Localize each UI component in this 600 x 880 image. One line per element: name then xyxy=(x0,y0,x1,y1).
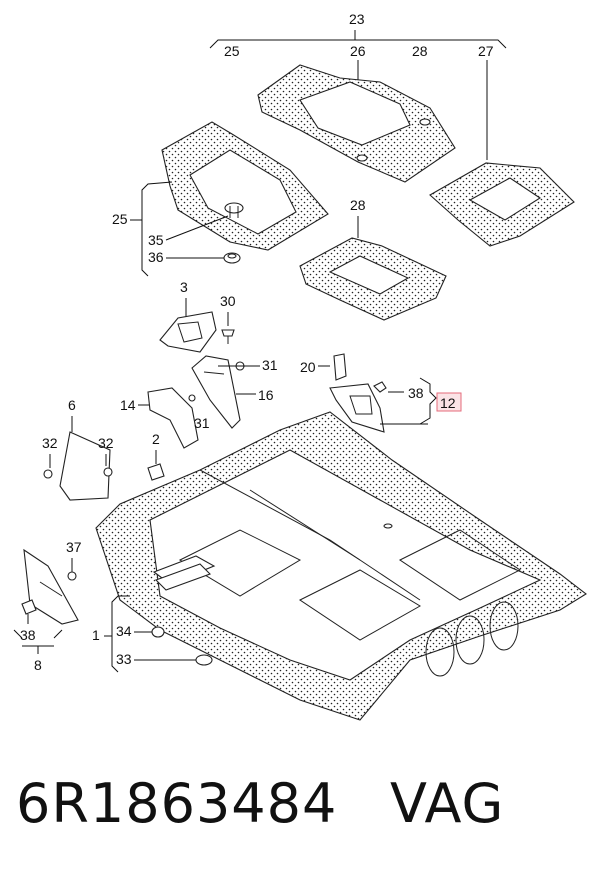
side-panel-6: 6 32 32 xyxy=(42,397,114,501)
callout-30: 30 xyxy=(220,293,236,309)
callout-group-1: 1 34 33 xyxy=(92,595,213,673)
callout-38-left: 38 xyxy=(20,627,36,643)
callout-28-top: 28 xyxy=(412,43,428,59)
part-number: 6R1863484 xyxy=(16,772,338,835)
callout-32-left: 32 xyxy=(42,435,58,451)
callout-32-right: 32 xyxy=(98,435,114,451)
fastener-34 xyxy=(151,626,165,638)
callout-group-28-mid: 28 xyxy=(350,197,366,238)
callout-16: 16 xyxy=(258,387,274,403)
callout-8: 8 xyxy=(34,657,42,673)
callout-31-upper: 31 xyxy=(262,357,278,373)
callout-25-left: 25 xyxy=(112,211,128,227)
callout-38-right: 38 xyxy=(408,385,424,401)
callout-35: 35 xyxy=(148,232,164,248)
callout-34: 34 xyxy=(116,623,132,639)
side-trim-8: 37 38 8 xyxy=(13,539,82,673)
highlight-box-12 xyxy=(436,392,462,412)
callout-20: 20 xyxy=(300,359,316,375)
rear-mat-large xyxy=(257,64,456,183)
bracket-3: 3 xyxy=(159,279,217,353)
bracket-16: 16 xyxy=(191,355,274,429)
mat-fastener-35 xyxy=(224,202,244,214)
floor-carpet-1 xyxy=(95,411,587,721)
front-mat-left xyxy=(161,121,329,251)
callout-group-25: 25 35 36 xyxy=(112,181,244,277)
nut-31a: 31 xyxy=(218,357,278,373)
callout-27: 27 xyxy=(478,43,494,59)
callout-2: 2 xyxy=(152,431,160,447)
screw-30: 30 xyxy=(220,293,236,344)
clip-20 xyxy=(333,353,347,381)
bracket-14: 14 31 xyxy=(120,387,210,449)
callout-23: 23 xyxy=(349,11,365,27)
front-mat-right xyxy=(299,237,447,321)
callout-33: 33 xyxy=(116,651,132,667)
callout-31-lower: 31 xyxy=(194,415,210,431)
callout-37: 37 xyxy=(66,539,82,555)
brand-name: VAG xyxy=(390,772,505,835)
exploded-parts-diagram: 23 25 26 28 27 25 35 36 xyxy=(13,11,587,721)
callout-26: 26 xyxy=(350,43,366,59)
rear-mat-right xyxy=(429,162,575,247)
callout-36: 36 xyxy=(148,249,164,265)
clip-2: 2 xyxy=(147,431,165,481)
callout-14: 14 xyxy=(120,397,136,413)
callout-1: 1 xyxy=(92,627,100,643)
fastener-33 xyxy=(195,654,213,666)
callout-group-12: 20 38 12 xyxy=(300,353,462,433)
callout-group-23: 23 25 26 28 27 xyxy=(209,11,507,160)
callout-12: 12 xyxy=(440,395,456,411)
callout-25-top: 25 xyxy=(224,43,240,59)
callout-28-mid: 28 xyxy=(350,197,366,213)
callout-3: 3 xyxy=(180,279,188,295)
callout-6: 6 xyxy=(68,397,76,413)
